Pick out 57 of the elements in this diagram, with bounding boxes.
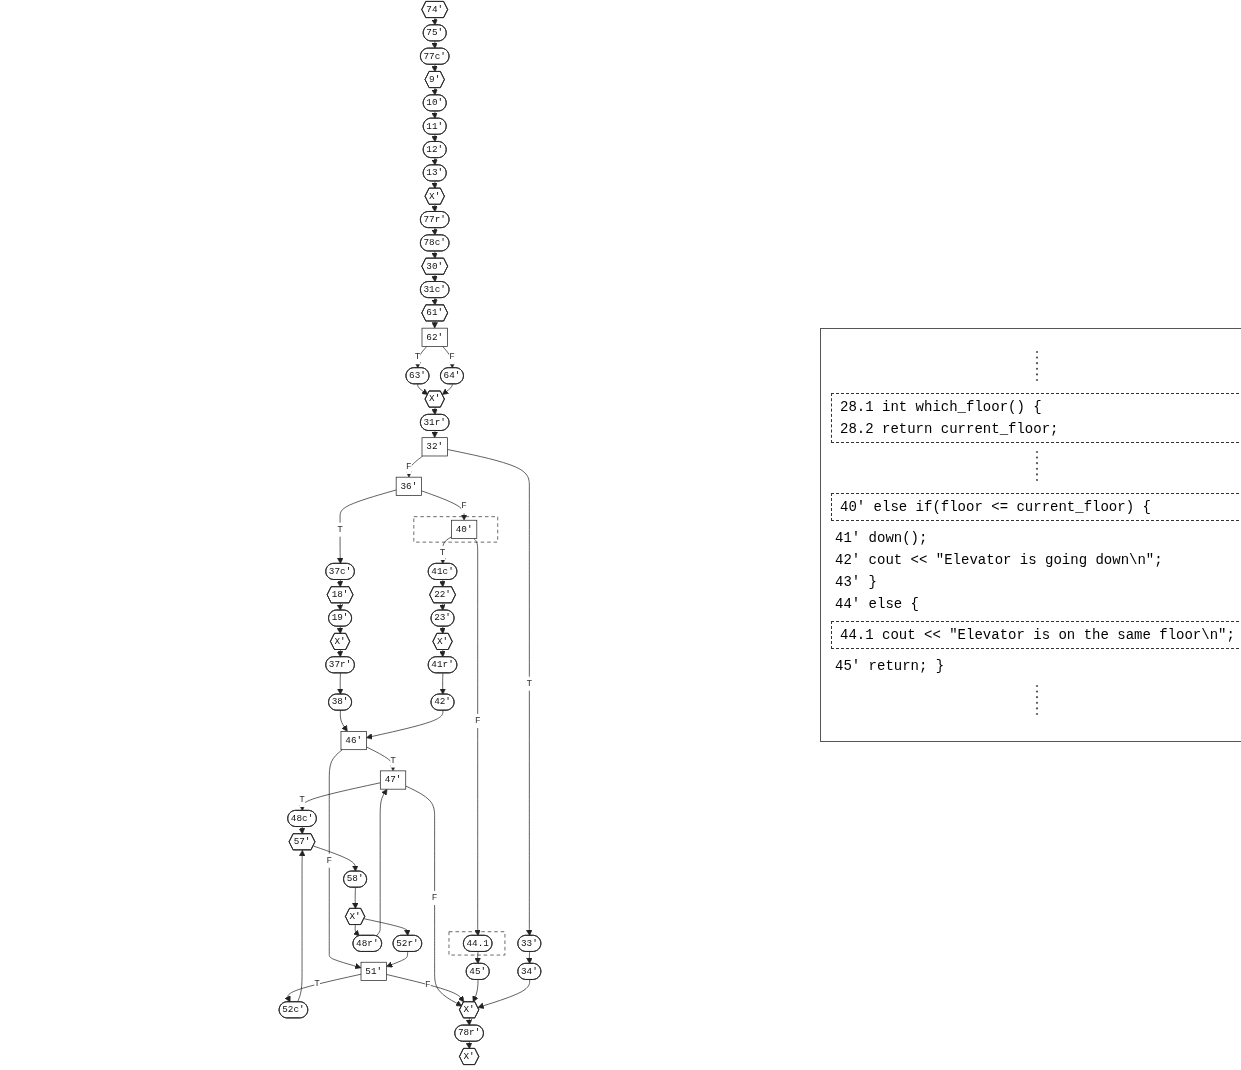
arrow [431,134,438,143]
code-line: 40′ else if(floor <= current_floor) { [839,498,1152,517]
arrow [431,87,438,96]
node-box: 62′ [421,327,448,347]
code-line: 45′ return; } [834,657,946,676]
edge-label: F [474,715,481,726]
code-line: 44.1 cout << "Elevator is on the same floor\n"; [839,626,1236,645]
edge-label: T [314,978,320,990]
edge-label: F [461,500,467,512]
edge-label: T [337,523,343,535]
arrow [431,297,438,306]
node-box: 36′ [395,476,422,496]
arrow [431,40,438,49]
arrow [431,320,438,329]
arrow [439,602,446,611]
arrow [439,579,446,588]
code-line: 28.1 int which_floor() { [839,398,1043,417]
code-line: 41′ down(); [834,529,929,548]
code-line: 42′ cout << "Elevator is going down\n"; [834,551,1164,570]
arrow [431,180,438,189]
arrow [431,110,438,119]
arrow [336,626,344,634]
arrow [431,157,438,166]
node-box: 46′ [340,731,367,751]
edge-label: T [390,754,396,766]
node-box: 32′ [421,437,448,457]
edge-label: T [414,351,421,363]
arrow [439,626,446,634]
edge-label: F [326,854,333,866]
arrow [298,826,305,835]
arrow [431,407,438,415]
arrow [465,1017,473,1026]
arrow [431,204,438,213]
edge-label: F [406,461,412,472]
arrow [336,649,344,658]
arrow [431,64,438,73]
arrow [439,649,446,658]
arrow [431,227,438,236]
arrow [336,579,344,588]
arrow [431,250,438,259]
edge-label: T [526,677,533,689]
code-line: 44′ else { [834,595,920,614]
edge-label: F [449,351,455,363]
edge-label: T [299,794,305,805]
arrow [465,1041,473,1050]
arrow [431,17,438,26]
edge-label: F [431,892,438,903]
code-line: 28.2 return current_floor; [839,420,1060,439]
code-line: 43′ } [834,573,878,592]
node-box: 47′ [379,770,407,790]
arrow [431,430,438,438]
edge-label: F [425,978,431,990]
edge-label: T [439,547,446,558]
node-box: 40′ [451,519,478,539]
node-box: 51′ [360,961,387,981]
arrow [431,274,438,283]
arrow [336,602,344,611]
